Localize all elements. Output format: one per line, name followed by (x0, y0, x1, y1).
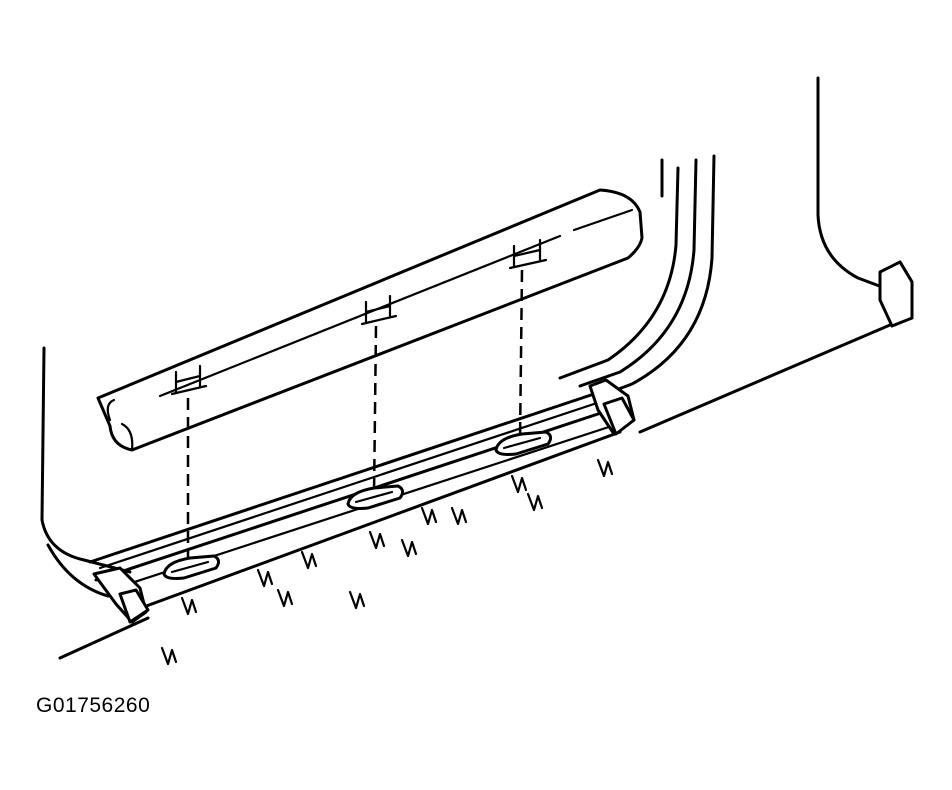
rear-body-panel (638, 76, 914, 434)
adhesive-marks (160, 458, 614, 666)
rear-end-cap (588, 378, 636, 436)
alignment-lines (186, 269, 524, 566)
molding-clip-1 (170, 364, 208, 396)
rocker-molding (96, 188, 644, 452)
mounting-slot-1 (162, 554, 221, 580)
molding-clip-3 (508, 238, 548, 270)
molding-clip-2 (360, 294, 398, 326)
mounting-slot-3 (494, 430, 553, 456)
door-opening (558, 154, 716, 398)
figure-id-label: G01756260 (36, 694, 151, 717)
mounting-slot-2 (346, 484, 405, 510)
front-end-cap (92, 566, 150, 624)
front-body-panel (40, 346, 150, 660)
